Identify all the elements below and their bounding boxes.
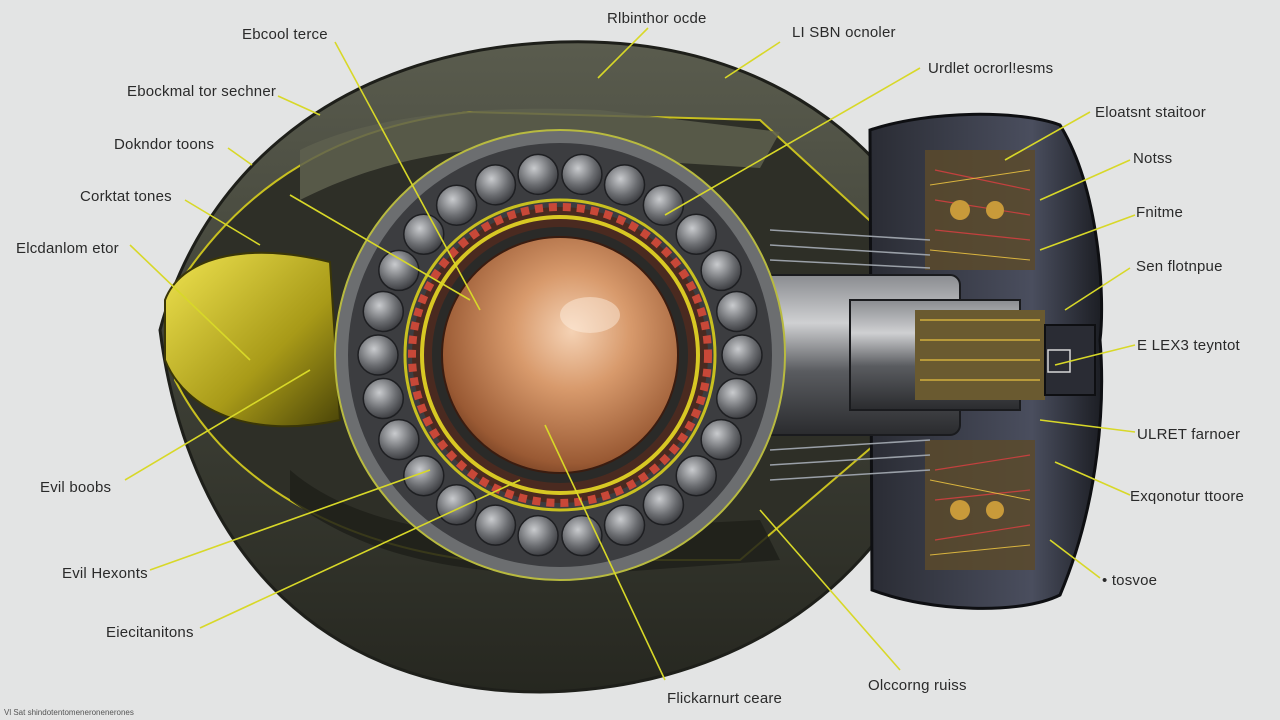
label-left-2: Dokndor toons [114, 136, 215, 153]
label-right-8: • tosvoe [1102, 572, 1158, 589]
label-left-7: Eiecitanitons [106, 624, 194, 641]
fuel-pellet [403, 213, 445, 256]
label-top-right-2: Urdlet ocrorl!esms [928, 60, 1054, 77]
label-bottom-right: Olccorng ruiss [868, 677, 967, 694]
fuel-pellet [603, 504, 646, 546]
fuel-pellet [642, 184, 685, 226]
label-right-2: Notss [1133, 150, 1173, 167]
fuel-pellet [675, 213, 717, 256]
fuel-pellet [362, 290, 405, 333]
fuel-pellet [517, 153, 559, 196]
label-right-3: Fnitme [1136, 204, 1184, 221]
fuel-pellet [357, 334, 399, 376]
label-left-4: Elcdanlom etor [16, 240, 119, 257]
label-top-center: Rlbinthor ocde [607, 10, 707, 27]
label-left-6: Evil Hexonts [62, 565, 148, 582]
fuel-pellet [715, 377, 758, 420]
fuel-pellet [603, 164, 646, 206]
fuel-pellet [474, 164, 517, 206]
footer-text: Vl Sat shindotentomeneronenerones [4, 708, 134, 717]
label-bottom-center: Flickarnurt ceare [667, 690, 783, 707]
label-right-6: ULRET farnoer [1137, 426, 1241, 443]
fuel-pellet [675, 454, 717, 497]
fuel-pellet [474, 504, 517, 546]
fuel-pellet [721, 334, 763, 376]
fuel-pellet [403, 454, 445, 497]
fuel-pellet [378, 418, 420, 461]
label-top-right-1: LI SBN ocnoler [792, 24, 896, 41]
fuel-pellet [642, 484, 685, 526]
fuel-pellet [561, 514, 603, 557]
label-left-1: Ebockmal tor sechner [127, 83, 277, 100]
label-top-left-1: Ebcool terce [242, 26, 328, 43]
fuel-pellet [700, 249, 742, 292]
label-left-5: Evil boobs [40, 479, 112, 496]
label-right-4: Sen flotnpue [1136, 258, 1223, 275]
fuel-pellet [362, 377, 405, 420]
fuel-pellet [700, 418, 742, 461]
label-right-5: E LEX3 teyntot [1137, 337, 1240, 354]
fuel-pellet [517, 514, 559, 557]
fuel-pellet [715, 290, 758, 333]
label-right-7: Exqonotur ttoore [1130, 488, 1245, 505]
label-right-1: Eloatsnt staitoor [1095, 104, 1206, 121]
fuel-pellet [435, 184, 478, 226]
fuel-pellet [378, 249, 420, 292]
fuel-pellet [435, 484, 478, 526]
fuel-pellet [561, 153, 603, 196]
label-left-3: Corktat tones [80, 188, 172, 205]
